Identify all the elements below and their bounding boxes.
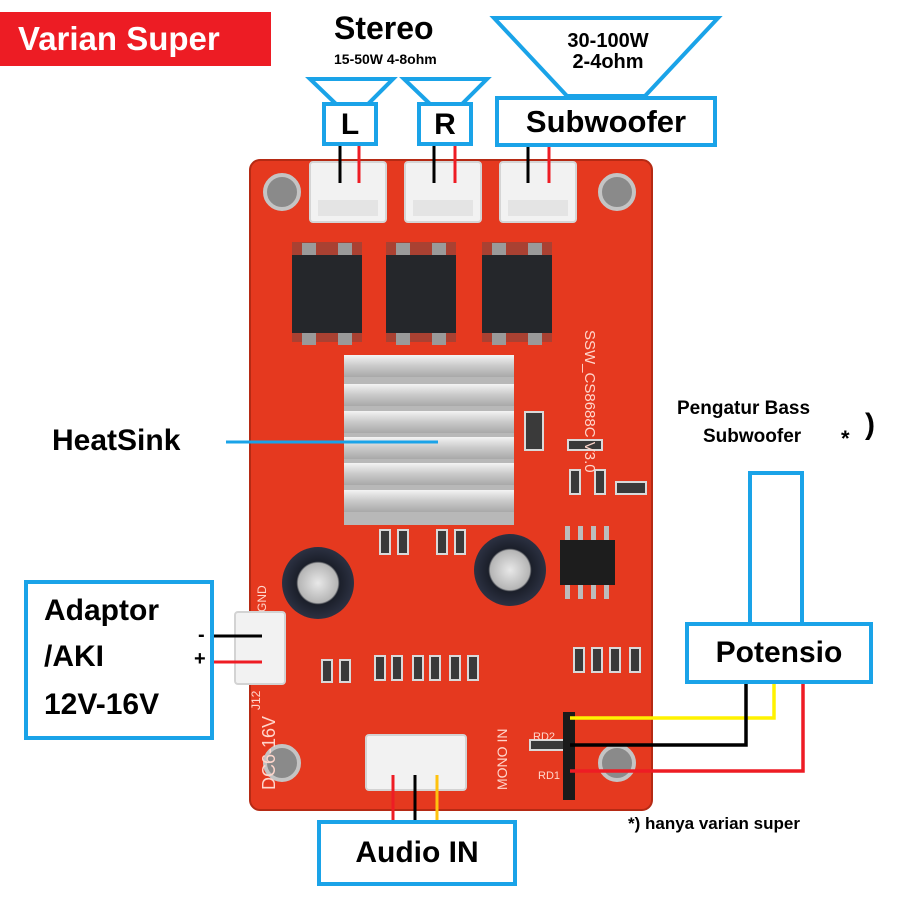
footnote: *) hanya varian super [628,814,800,833]
svg-text:RD2: RD2 [533,731,555,743]
potensio-label: Potensio [685,622,873,684]
speaker-wires [338,145,551,183]
svg-text:J12: J12 [249,690,263,710]
silkscreen: SSW_CS8688C V3.0 J12 DC6-16V MONO IN RD2… [249,330,598,790]
svg-text:SSW_CS8688C V3.0: SSW_CS8688C V3.0 [581,330,598,473]
smd-components [321,411,647,751]
svg-text:MONO IN: MONO IN [494,729,510,790]
mounting-holes [263,173,636,782]
bass-control-line1: Pengatur Bass [677,398,811,419]
audio-in-label: Audio IN [317,820,517,886]
heatsink-label: HeatSink [52,424,181,457]
power-connector [234,611,286,685]
power-input-box: Adaptor /AKI 12V-16V - + [24,580,214,740]
bass-control-line2: Subwoofer [703,426,802,447]
power-plus: + [194,648,206,670]
svg-text:RD1: RD1 [538,770,560,782]
power-minus: - [198,624,205,646]
right-channel-label: R [417,102,473,146]
pot-header [563,712,575,800]
speaker-right-icon [399,77,492,106]
speaker-left-icon [305,77,398,106]
heatsink [344,355,514,525]
capacitor-c17 [474,534,546,606]
svg-text:DC6-16V: DC6-16V [259,716,279,790]
capacitor-c27 [282,547,354,619]
stereo-spec: 15-50W 4-8ohm [334,51,437,67]
asterisk-marker: * [841,426,850,451]
subwoofer-label: Subwoofer [495,96,717,147]
subwoofer-power-spec: 30-100W [567,30,649,52]
power-line1: Adaptor [44,594,159,627]
subwoofer-impedance-spec: 2-4ohm [572,51,644,73]
power-line2: /AKI [44,640,104,673]
svg-text:GND: GND [255,585,269,612]
potensio-shaft-icon [748,471,804,628]
stereo-title: Stereo [334,10,434,46]
closing-paren: ) [865,408,875,441]
power-voltage: 12V-16V [44,688,160,721]
left-channel-label: L [322,102,378,146]
ic-chip [560,526,615,599]
inductors [292,242,552,345]
variant-badge: Varian Super [0,12,271,66]
